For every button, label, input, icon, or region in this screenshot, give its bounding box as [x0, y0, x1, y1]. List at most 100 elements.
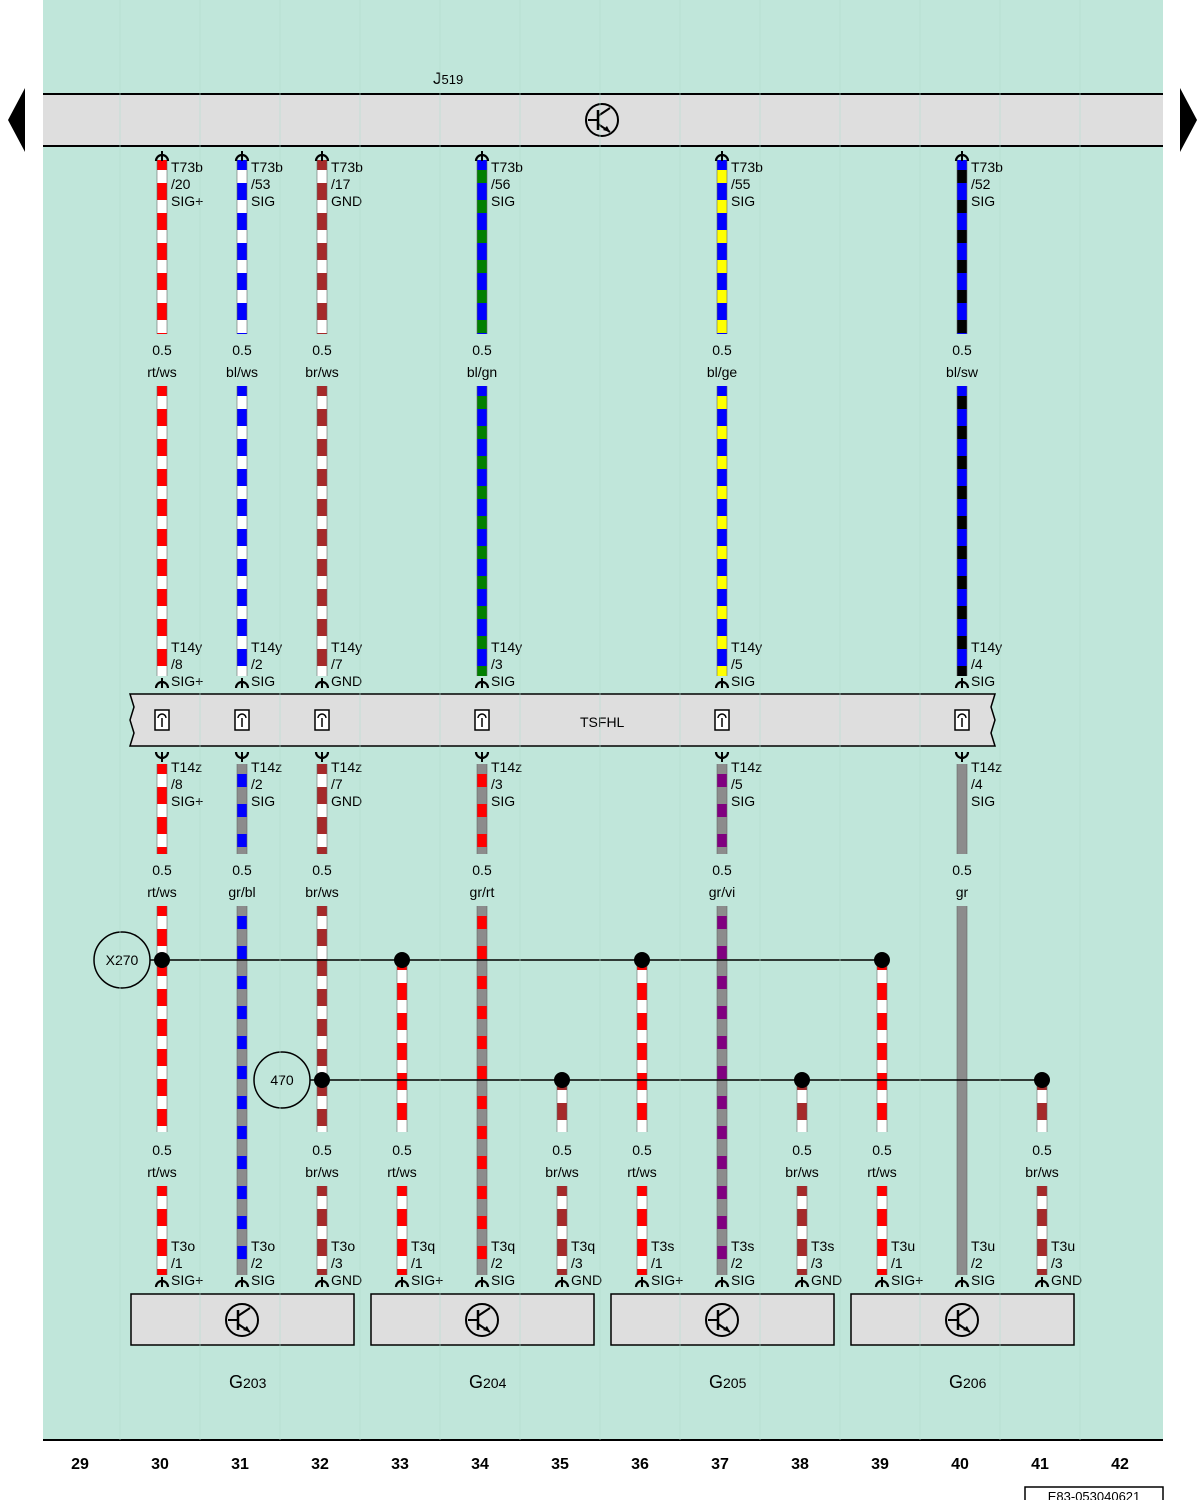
next-page-arrow-icon[interactable] [1180, 88, 1197, 152]
sensor-lead-wire-5 [796, 1186, 808, 1275]
svg-text:T3u: T3u [971, 1238, 995, 1254]
svg-text:/53: /53 [251, 176, 271, 192]
top-wire-label-1: 0.5bl/ws [226, 342, 258, 380]
svg-text:GND: GND [331, 1272, 362, 1288]
tsfhl-bottom-terminal-3 [474, 751, 490, 762]
tsfhl-pin-icon-3 [474, 709, 490, 731]
svg-text:/2: /2 [251, 776, 263, 792]
splice-dot-0 [154, 952, 170, 968]
top-wire-lower-4 [716, 386, 728, 676]
svg-text:bl/gn: bl/gn [467, 364, 497, 380]
mid-wire-upper-3 [476, 764, 488, 854]
sensor-terminal-11 [1034, 1277, 1050, 1288]
svg-text:SIG: SIG [251, 793, 275, 809]
svg-text:rt/ws: rt/ws [147, 364, 177, 380]
svg-text:GND: GND [331, 673, 362, 689]
top-wire-label-4: 0.5bl/ge [707, 342, 738, 380]
svg-text:SIG+: SIG+ [171, 673, 203, 689]
bottom-wire-label-0: 0.5 rt/ws [147, 1142, 177, 1180]
svg-text:T73b: T73b [251, 159, 283, 175]
g205-supply-wire [636, 960, 648, 1132]
splice-dot-3 [874, 952, 890, 968]
svg-text:0.5: 0.5 [232, 342, 252, 358]
tsfhl-pin-icon-0 [154, 709, 170, 731]
sensor-lead-wire-6 [876, 1186, 888, 1275]
svg-text:SIG+: SIG+ [651, 1272, 683, 1288]
svg-text:/5: /5 [731, 776, 743, 792]
svg-text:SIG: SIG [731, 793, 755, 809]
svg-text:/3: /3 [491, 656, 503, 672]
svg-text:rt/ws: rt/ws [147, 1164, 177, 1180]
tsfhl-bottom-terminal-5 [954, 751, 970, 762]
svg-text:T73b: T73b [331, 159, 363, 175]
j519-terminal-5 [954, 151, 970, 162]
svg-text:/3: /3 [571, 1255, 583, 1271]
svg-text:SIG: SIG [251, 673, 275, 689]
top-wire-lower-5 [956, 386, 968, 676]
x270-feed-wire [156, 906, 168, 1132]
mid-wire-upper-4 [716, 764, 728, 854]
svg-text:T14z: T14z [491, 759, 522, 775]
svg-text:T73b: T73b [731, 159, 763, 175]
svg-text:0.5: 0.5 [712, 342, 732, 358]
column-number-40: 40 [951, 1456, 969, 1473]
svg-text:bl/sw: bl/sw [946, 364, 979, 380]
top-wire-upper-5 [956, 160, 968, 334]
svg-text:/3: /3 [331, 1255, 343, 1271]
svg-text:rt/ws: rt/ws [147, 884, 177, 900]
svg-text:GND: GND [331, 793, 362, 809]
sensor-3: G206 [850, 1293, 1075, 1392]
sensor-2: G205 [610, 1293, 835, 1392]
svg-text:br/ws: br/ws [1025, 1164, 1058, 1180]
svg-text:T3o: T3o [331, 1238, 355, 1254]
svg-text:/4: /4 [971, 776, 983, 792]
svg-text:/56: /56 [491, 176, 511, 192]
tsfhl-connector-block [128, 693, 997, 747]
splice-x270: X270 [93, 931, 151, 989]
mid-wire-upper-1 [236, 764, 248, 854]
svg-text:SIG: SIG [731, 1272, 755, 1288]
column-number-39: 39 [871, 1456, 889, 1473]
top-wire-upper-2 [316, 160, 328, 334]
svg-text:SIG+: SIG+ [171, 193, 203, 209]
bottom-wire-label-4: 0.5rt/ws [627, 1142, 657, 1180]
mid-wire-label-2: 0.5br/ws [305, 862, 338, 900]
terminal-layer [154, 151, 1050, 1288]
sensor-terminal-5 [554, 1277, 570, 1288]
svg-text:GND: GND [811, 1272, 842, 1288]
column-number-32: 32 [311, 1456, 329, 1473]
sensor-terminal-10 [954, 1277, 970, 1288]
svg-text:T3o: T3o [251, 1238, 275, 1254]
prev-page-arrow-icon[interactable] [8, 88, 25, 152]
svg-text:T14z: T14z [251, 759, 282, 775]
sensor-name-2: G205 [709, 1372, 747, 1392]
svg-text:T14y: T14y [251, 639, 282, 655]
svg-text:0.5: 0.5 [472, 862, 492, 878]
svg-text:0.5: 0.5 [152, 862, 172, 878]
sensor-transistor-icon-1 [465, 1303, 499, 1337]
column-number-33: 33 [391, 1456, 409, 1473]
svg-text:br/ws: br/ws [305, 364, 338, 380]
top-wire-lower-2 [316, 386, 328, 676]
svg-text:SIG: SIG [971, 793, 995, 809]
svg-text:/1: /1 [411, 1255, 423, 1271]
svg-text:/55: /55 [731, 176, 751, 192]
column-number-42: 42 [1111, 1456, 1129, 1473]
svg-text:/17: /17 [331, 176, 351, 192]
doc-id-box [1024, 1486, 1164, 1500]
svg-text:0.5: 0.5 [152, 1142, 172, 1158]
sensor-lead-wire-0 [156, 1186, 168, 1275]
svg-text:T3s: T3s [651, 1238, 674, 1254]
svg-text:gr/vi: gr/vi [709, 884, 735, 900]
sensor-0: G203 [130, 1293, 355, 1392]
g204-signal-wire [476, 906, 488, 1275]
column-number-37: 37 [711, 1456, 729, 1473]
